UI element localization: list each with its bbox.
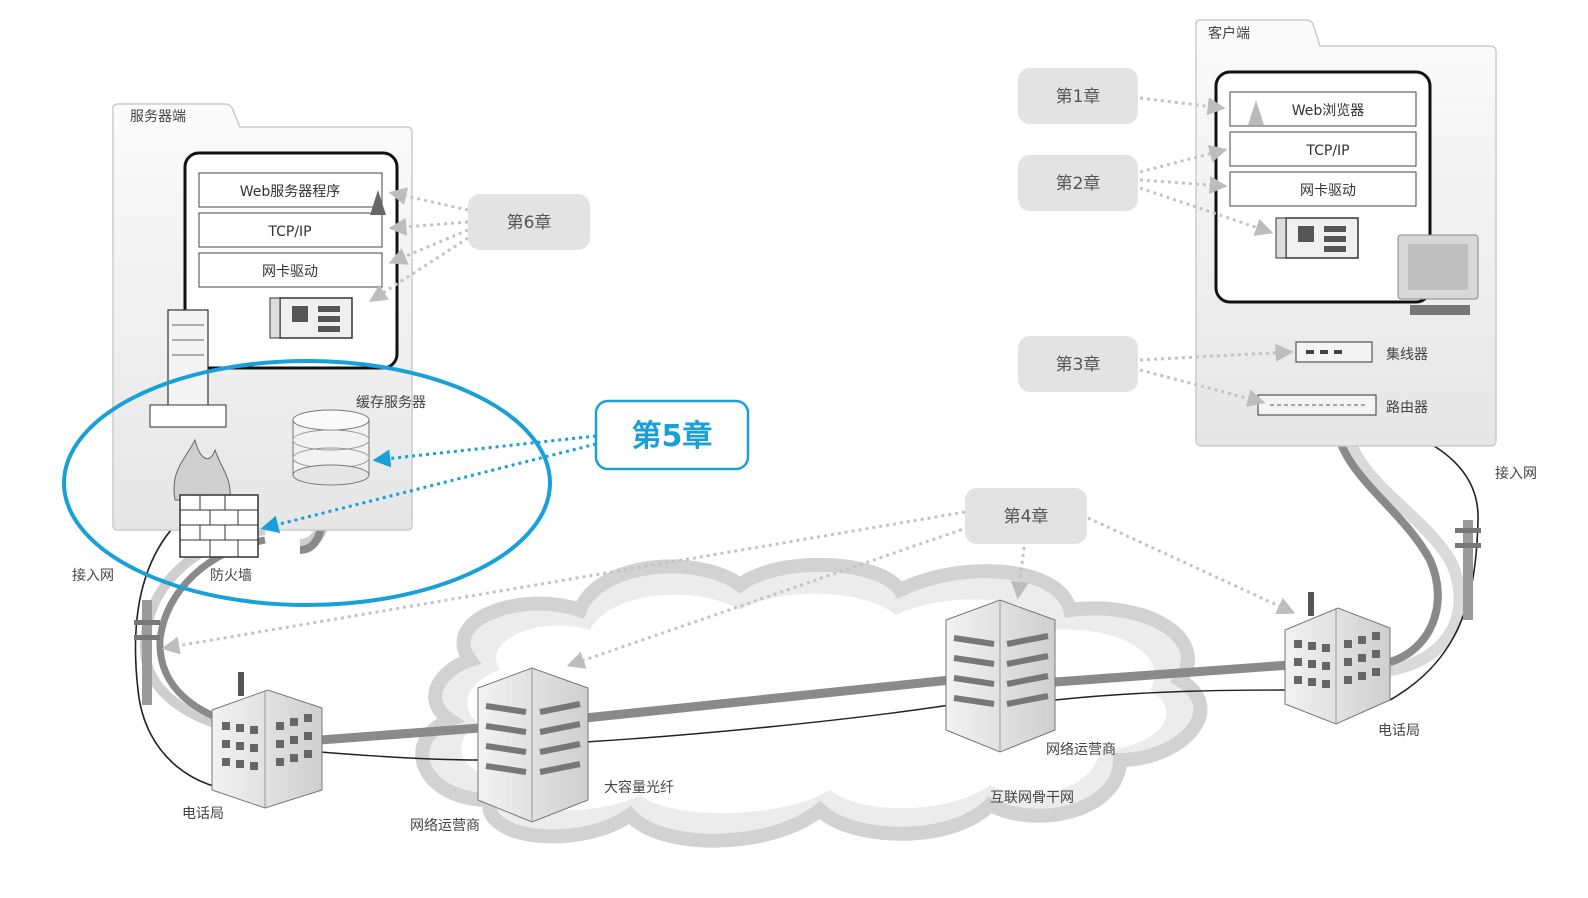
chapter3-box[interactable]: 第3章: [1018, 336, 1138, 392]
isp-right-building-icon: [945, 599, 1056, 753]
chapter4-box[interactable]: 第4章: [965, 488, 1087, 544]
client-stack-web-browser: Web浏览器: [1292, 103, 1365, 119]
hub-label: 集线器: [1386, 346, 1428, 363]
isp-left-label: 网络运营商: [410, 818, 480, 834]
chapter5-highlight-ellipse: [62, 359, 552, 607]
chapter6-label: 第6章: [507, 213, 552, 233]
chapter1-label: 第1章: [1056, 87, 1101, 107]
phone-office-right-building-icon: [1284, 592, 1391, 725]
chapter2-label: 第2章: [1056, 174, 1101, 194]
server-stack-nic-driver: 网卡驱动: [262, 264, 318, 280]
cache-server-icon: [292, 409, 370, 486]
utility-pole-right: [1455, 520, 1481, 620]
isp-left-building-icon: [477, 667, 589, 823]
chapter-arrows: [161, 96, 1296, 669]
chapter6-box[interactable]: 第6章: [468, 194, 590, 250]
server-tower-icon: [149, 309, 227, 428]
hub-icon: [1295, 341, 1373, 363]
client-title: 客户端: [1208, 25, 1250, 42]
chapter3-label: 第3章: [1056, 355, 1101, 375]
server-stack-tcpip: TCP/IP: [267, 224, 311, 240]
chapter1-box[interactable]: 第1章: [1018, 68, 1138, 124]
firewall-label: 防火墙: [210, 568, 252, 584]
client-nic-card-icon: [1275, 217, 1359, 259]
utility-pole-left: [134, 600, 160, 705]
chapter4-label: 第4章: [1004, 507, 1049, 527]
chapter2-box[interactable]: 第2章: [1018, 155, 1138, 211]
router-icon: [1257, 394, 1377, 416]
server-panel: 服务器端 Web服务器程序 TCP/IP 网卡驱动: [112, 103, 426, 584]
server-access-net-label: 接入网: [72, 567, 114, 584]
client-panel: 客户端 Web浏览器 TCP/IP 网卡驱动 集线器: [1195, 19, 1497, 447]
phone-office-right-label: 电话局: [1378, 723, 1420, 739]
monitor-icon: [1397, 234, 1479, 315]
firewall-icon: [173, 438, 259, 558]
server-up-arrow-icon: [370, 190, 386, 215]
cache-server-label: 缓存服务器: [356, 395, 426, 411]
isp-right-label: 网络运营商: [1046, 742, 1116, 758]
chapter5-arrows: [260, 434, 597, 534]
phone-office-left-label: 电话局: [182, 806, 224, 822]
client-up-arrow-icon: [1248, 100, 1264, 125]
backbone-label: 互联网骨干网: [990, 790, 1074, 806]
server-stack-web-server: Web服务器程序: [240, 184, 341, 200]
client-stack-tcpip: TCP/IP: [1305, 143, 1349, 159]
phone-office-left-building-icon: [211, 672, 323, 809]
fiber-label: 大容量光纤: [604, 779, 674, 796]
server-nic-card-icon: [269, 297, 353, 339]
chapter5-box[interactable]: 第5章: [594, 399, 750, 471]
client-stack-nic-driver: 网卡驱动: [1300, 183, 1356, 199]
router-label: 路由器: [1386, 400, 1428, 416]
server-title: 服务器端: [130, 109, 186, 125]
client-access-net-label: 接入网: [1495, 465, 1537, 482]
chapter5-label: 第5章: [632, 419, 713, 454]
